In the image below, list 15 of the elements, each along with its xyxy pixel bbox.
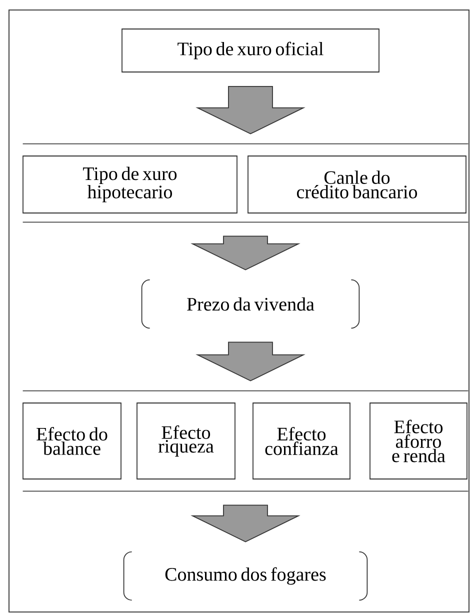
process-box: Efecto confianza <box>252 402 350 480</box>
bracketed-label: Prezo da vivenda <box>141 279 360 329</box>
band <box>22 143 469 223</box>
block-arrow <box>190 236 300 270</box>
process-box: Efecto aforro e renda <box>370 402 468 480</box>
block-arrow <box>190 504 300 542</box>
block-arrow <box>196 86 306 134</box>
process-box: Canle do crédito bancario <box>248 156 466 214</box>
process-box: Efecto do balance <box>22 402 122 480</box>
process-box: Tipo de xuro hipotecario <box>22 156 238 214</box>
bracketed-label: Consumo dos fogares <box>123 551 368 601</box>
band <box>22 390 469 492</box>
process-box: Efecto riqueza <box>136 402 236 480</box>
process-box: Tipo de xuro oficial <box>122 28 380 72</box>
block-arrow <box>196 342 306 382</box>
